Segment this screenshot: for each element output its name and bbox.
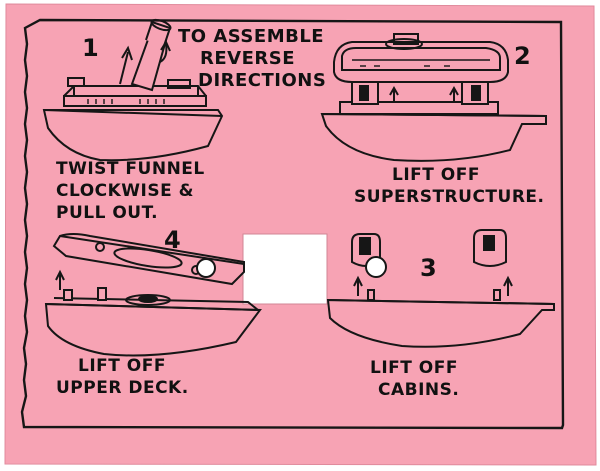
step-2-drawing [320, 33, 547, 162]
step-4-caption-line-1: LIFT OFF [78, 356, 166, 376]
step-1-caption-line-2: CLOCKWISE & [56, 181, 194, 201]
step-1-caption-line-3: PULL OUT. [56, 203, 159, 223]
step-1-caption-line-1: TWIST FUNNEL [56, 159, 205, 179]
step-4-drawing [44, 233, 262, 357]
header-line-1: TO ASSEMBLE [178, 26, 325, 47]
step-4-number: 4 [164, 226, 181, 254]
step-3-drawing [326, 229, 555, 348]
header-line-2: REVERSE [200, 48, 296, 69]
step-4-caption-line-2: UPPER DECK. [56, 378, 189, 398]
step-2-caption-line-1: LIFT OFF [392, 165, 480, 185]
step-3-number: 3 [420, 254, 437, 282]
card-border [20, 18, 565, 430]
step-3-caption-line-2: CABINS. [378, 380, 460, 400]
step-3-caption-line-1: LIFT OFF [370, 358, 458, 378]
header-line-3: DIRECTIONS [198, 70, 327, 91]
center-cutout [242, 233, 328, 305]
step-1-number: 1 [82, 34, 99, 62]
step-1-drawing [42, 18, 224, 162]
step-2-number: 2 [514, 42, 531, 70]
step-2-caption-line-2: SUPERSTRUCTURE. [354, 187, 545, 207]
